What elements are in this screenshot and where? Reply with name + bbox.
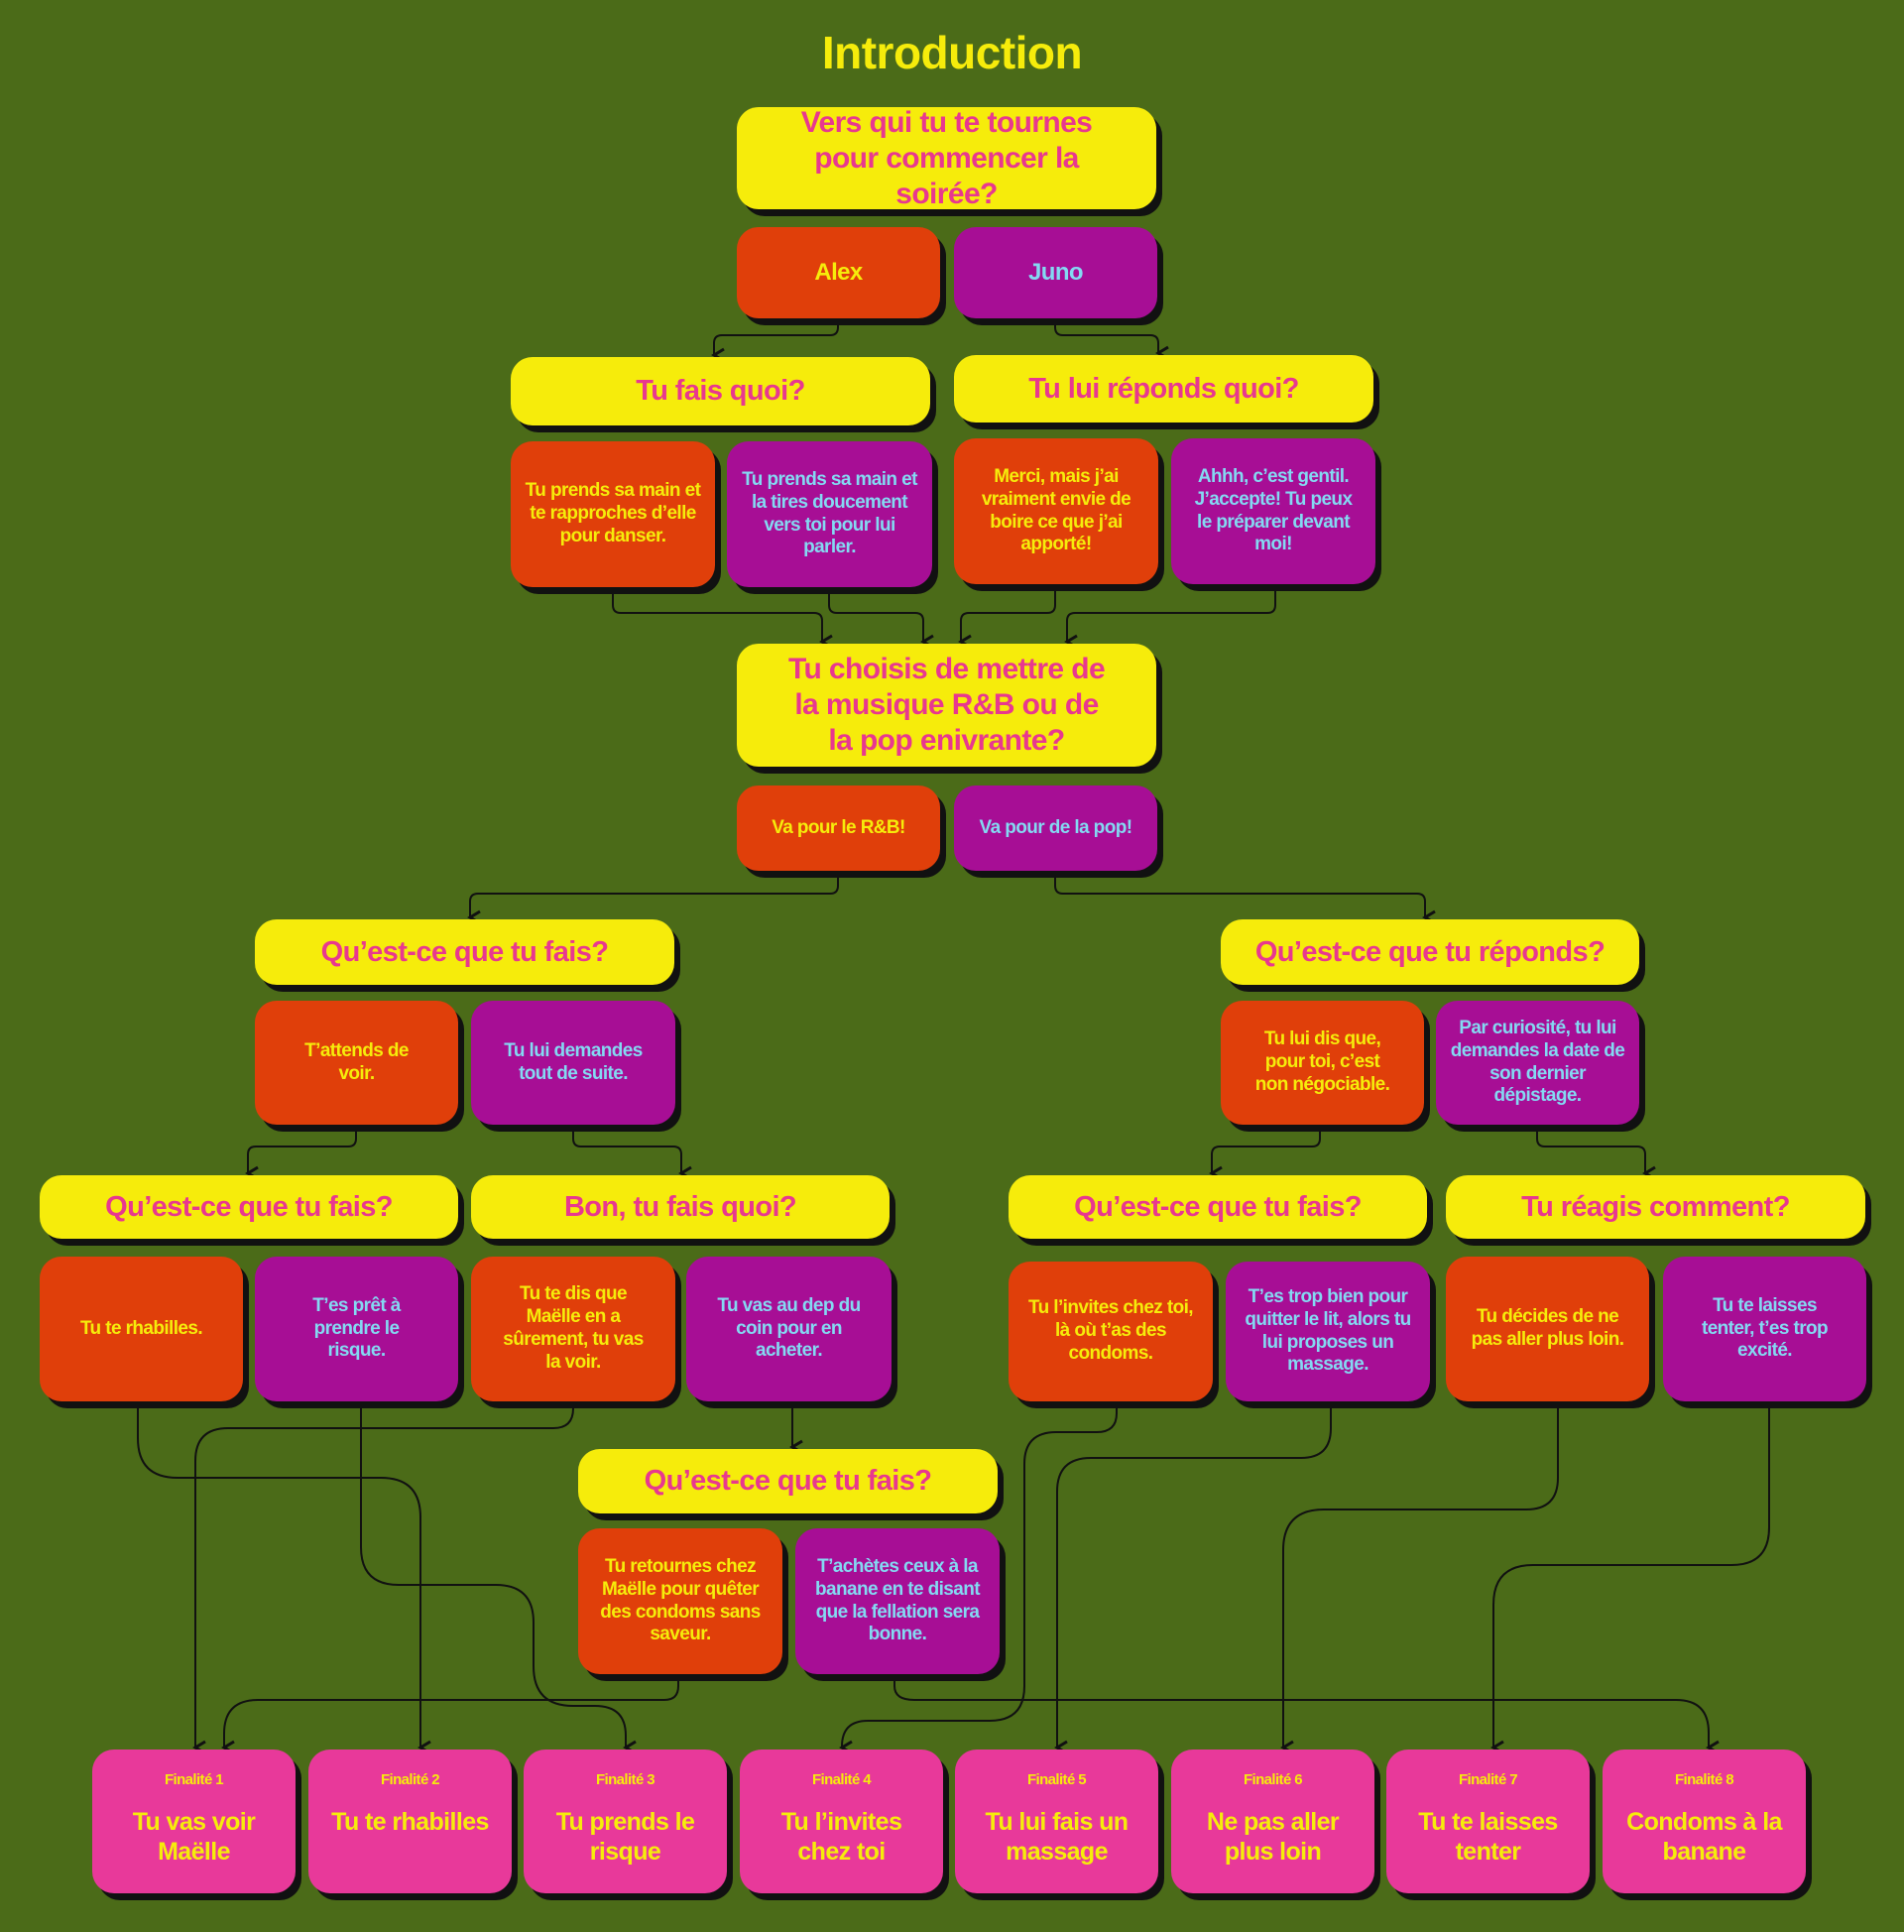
choice-alex[interactable]: Alex: [737, 227, 940, 318]
choice-juno[interactable]: Juno: [954, 227, 1157, 318]
ending-3[interactable]: Finalité 3 Tu prends le risque: [524, 1750, 727, 1893]
ending-label: Finalité 5: [1026, 1771, 1087, 1788]
choice[interactable]: Tu vas au dep du coin pour en acheter.: [686, 1257, 892, 1401]
ending-title: Tu te rhabilles: [331, 1808, 489, 1836]
choice-rnb[interactable]: Va pour le R&B!: [737, 785, 940, 871]
ending-label: Finalité 2: [380, 1771, 440, 1788]
choice[interactable]: Par curiosité, tu lui demandes la date d…: [1436, 1001, 1639, 1125]
question-4-left: Qu’est-ce que tu fais?: [255, 919, 674, 985]
choice[interactable]: Tu lui demandes tout de suite.: [471, 1001, 675, 1125]
choice[interactable]: Ahhh, c’est gentil. J’accepte! Tu peux l…: [1171, 438, 1375, 584]
choice[interactable]: Tu te rhabilles.: [40, 1257, 243, 1401]
ending-title: Tu vas voir Maëlle: [132, 1808, 256, 1866]
ending-label: Finalité 3: [595, 1771, 655, 1788]
ending-title: Condoms à la banane: [1626, 1808, 1782, 1866]
ending-2[interactable]: Finalité 2 Tu te rhabilles: [308, 1750, 512, 1893]
choice[interactable]: Merci, mais j’ai vraiment envie de boire…: [954, 438, 1158, 584]
choice[interactable]: T’attends de voir.: [255, 1001, 458, 1125]
page-title: Introduction: [821, 27, 1083, 78]
choice[interactable]: Tu te dis que Maëlle en a sûrement, tu v…: [471, 1257, 675, 1401]
choice[interactable]: T’es prêt à prendre le risque.: [255, 1257, 458, 1401]
question-5b: Bon, tu fais quoi?: [471, 1175, 890, 1239]
question-3: Tu choisis de mettre de la musique R&B o…: [737, 644, 1156, 767]
choice[interactable]: Tu l’invites chez toi, là où t’as des co…: [1009, 1262, 1213, 1401]
ending-title: Tu te laisses tenter: [1418, 1808, 1558, 1866]
question-2-right: Tu lui réponds quoi?: [954, 355, 1373, 423]
choice[interactable]: Tu te laisses tenter, t’es trop excité.: [1663, 1257, 1866, 1401]
ending-7[interactable]: Finalité 7 Tu te laisses tenter: [1386, 1750, 1590, 1893]
choice[interactable]: Tu prends sa main et la tires doucement …: [727, 441, 932, 587]
ending-4[interactable]: Finalité 4 Tu l’invites chez toi: [740, 1750, 943, 1893]
ending-label: Finalité 4: [811, 1771, 872, 1788]
question-1: Vers qui tu te tournes pour commencer la…: [737, 106, 1156, 210]
choice[interactable]: Tu décides de ne pas aller plus loin.: [1446, 1257, 1649, 1401]
ending-title: Ne pas aller plus loin: [1206, 1808, 1340, 1866]
choice[interactable]: T’achètes ceux à la banane en te disant …: [795, 1528, 1000, 1674]
question-5a: Qu’est-ce que tu fais?: [40, 1175, 458, 1239]
ending-title: Tu prends le risque: [555, 1808, 695, 1866]
question-6: Qu’est-ce que tu fais?: [578, 1449, 998, 1513]
ending-label: Finalité 6: [1243, 1771, 1303, 1788]
choice-pop[interactable]: Va pour de la pop!: [954, 785, 1157, 871]
question-4-right: Qu’est-ce que tu réponds?: [1221, 919, 1639, 985]
choice[interactable]: Tu prends sa main et te rapproches d’ell…: [511, 441, 715, 587]
choice[interactable]: T’es trop bien pour quitter le lit, alor…: [1226, 1262, 1430, 1401]
choice[interactable]: Tu retournes chez Maëlle pour quêter des…: [578, 1528, 782, 1674]
question-2-left: Tu fais quoi?: [511, 357, 930, 425]
ending-label: Finalité 7: [1458, 1771, 1518, 1788]
ending-title: Tu lui fais un massage: [985, 1808, 1130, 1866]
ending-label: Finalité 8: [1674, 1771, 1734, 1788]
choice[interactable]: Tu lui dis que, pour toi, c’est non négo…: [1221, 1001, 1424, 1125]
question-5d: Tu réagis comment?: [1446, 1175, 1865, 1239]
question-5c: Qu’est-ce que tu fais?: [1009, 1175, 1427, 1239]
ending-5[interactable]: Finalité 5 Tu lui fais un massage: [955, 1750, 1158, 1893]
ending-title: Tu l’invites chez toi: [780, 1808, 902, 1866]
ending-8[interactable]: Finalité 8 Condoms à la banane: [1603, 1750, 1806, 1893]
ending-label: Finalité 1: [164, 1771, 224, 1788]
ending-6[interactable]: Finalité 6 Ne pas aller plus loin: [1171, 1750, 1374, 1893]
ending-1[interactable]: Finalité 1 Tu vas voir Maëlle: [92, 1750, 296, 1893]
